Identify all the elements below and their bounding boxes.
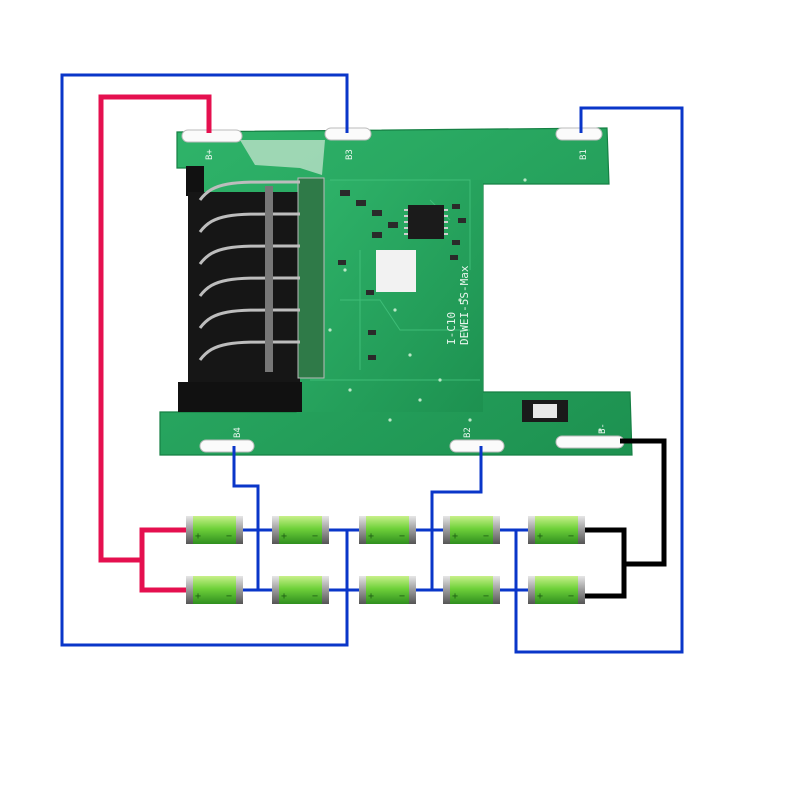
- cell-positive-symbol: +: [368, 591, 374, 602]
- wire-b-minus: [620, 438, 667, 567]
- pad-b-minus: [555, 435, 625, 449]
- cell-negative-symbol: −: [399, 531, 405, 542]
- cell-negative-symbol: −: [226, 531, 232, 542]
- pad-b1-label: B1: [579, 149, 589, 160]
- cell-positive-symbol: +: [368, 531, 374, 542]
- battery-cell: +−: [186, 576, 243, 604]
- battery-cell: +−: [272, 516, 329, 544]
- cell-positive-symbol: +: [537, 591, 543, 602]
- pcb-model-text: DEWEI-5S-Max: [458, 265, 471, 345]
- controller-ic: [408, 205, 444, 239]
- battery-cell: +−: [443, 576, 500, 604]
- battery-cell: +−: [272, 576, 329, 604]
- pad-b2-label: B2: [463, 427, 473, 438]
- cell-positive-symbol: +: [281, 591, 287, 602]
- battery-cell: +−: [443, 516, 500, 544]
- wire-b2: [430, 446, 483, 590]
- label-sticker: [376, 250, 416, 292]
- battery-cell: +−: [186, 516, 243, 544]
- pad-b-plus: [181, 129, 243, 143]
- cell-negative-symbol: −: [399, 591, 405, 602]
- pad-b-minus-label: B-: [598, 423, 608, 434]
- cell-positive-symbol: +: [281, 531, 287, 542]
- cell-negative-symbol: −: [568, 531, 574, 542]
- cell-negative-symbol: −: [483, 591, 489, 602]
- wire-b1: [514, 106, 684, 654]
- battery-cell: +−: [359, 516, 416, 544]
- pad-b4-label: B4: [233, 427, 243, 438]
- battery-cell: +−: [359, 576, 416, 604]
- cell-negative-symbol: −: [226, 591, 232, 602]
- cell-positive-symbol: +: [195, 591, 201, 602]
- wire-b4: [232, 446, 260, 590]
- cell-negative-symbol: −: [483, 531, 489, 542]
- wire-negative-bridge: [583, 527, 627, 599]
- wire-positive-bridge: [139, 527, 187, 593]
- wire-b-plus: [98, 94, 212, 563]
- battery-cell: +−: [528, 516, 585, 544]
- cell-negative-symbol: −: [312, 591, 318, 602]
- pad-b1: [555, 127, 603, 141]
- wire-b3: [60, 73, 349, 647]
- battery-pack: +−+−+−+−+−+−+−+−+−+−: [186, 516, 585, 604]
- wiring: [60, 73, 684, 654]
- pad-b-plus-label: B+: [205, 149, 215, 160]
- cell-negative-symbol: −: [568, 591, 574, 602]
- battery-connector: [178, 166, 325, 412]
- pcb-code-text: I-C10: [445, 312, 458, 345]
- battery-cell: +−: [528, 576, 585, 604]
- cell-positive-symbol: +: [537, 531, 543, 542]
- cell-positive-symbol: +: [452, 531, 458, 542]
- pad-b3-label: B3: [345, 149, 355, 160]
- cell-negative-symbol: −: [312, 531, 318, 542]
- pad-b2: [449, 439, 505, 453]
- cell-positive-symbol: +: [195, 531, 201, 542]
- cell-positive-symbol: +: [452, 591, 458, 602]
- pad-b4: [199, 439, 255, 453]
